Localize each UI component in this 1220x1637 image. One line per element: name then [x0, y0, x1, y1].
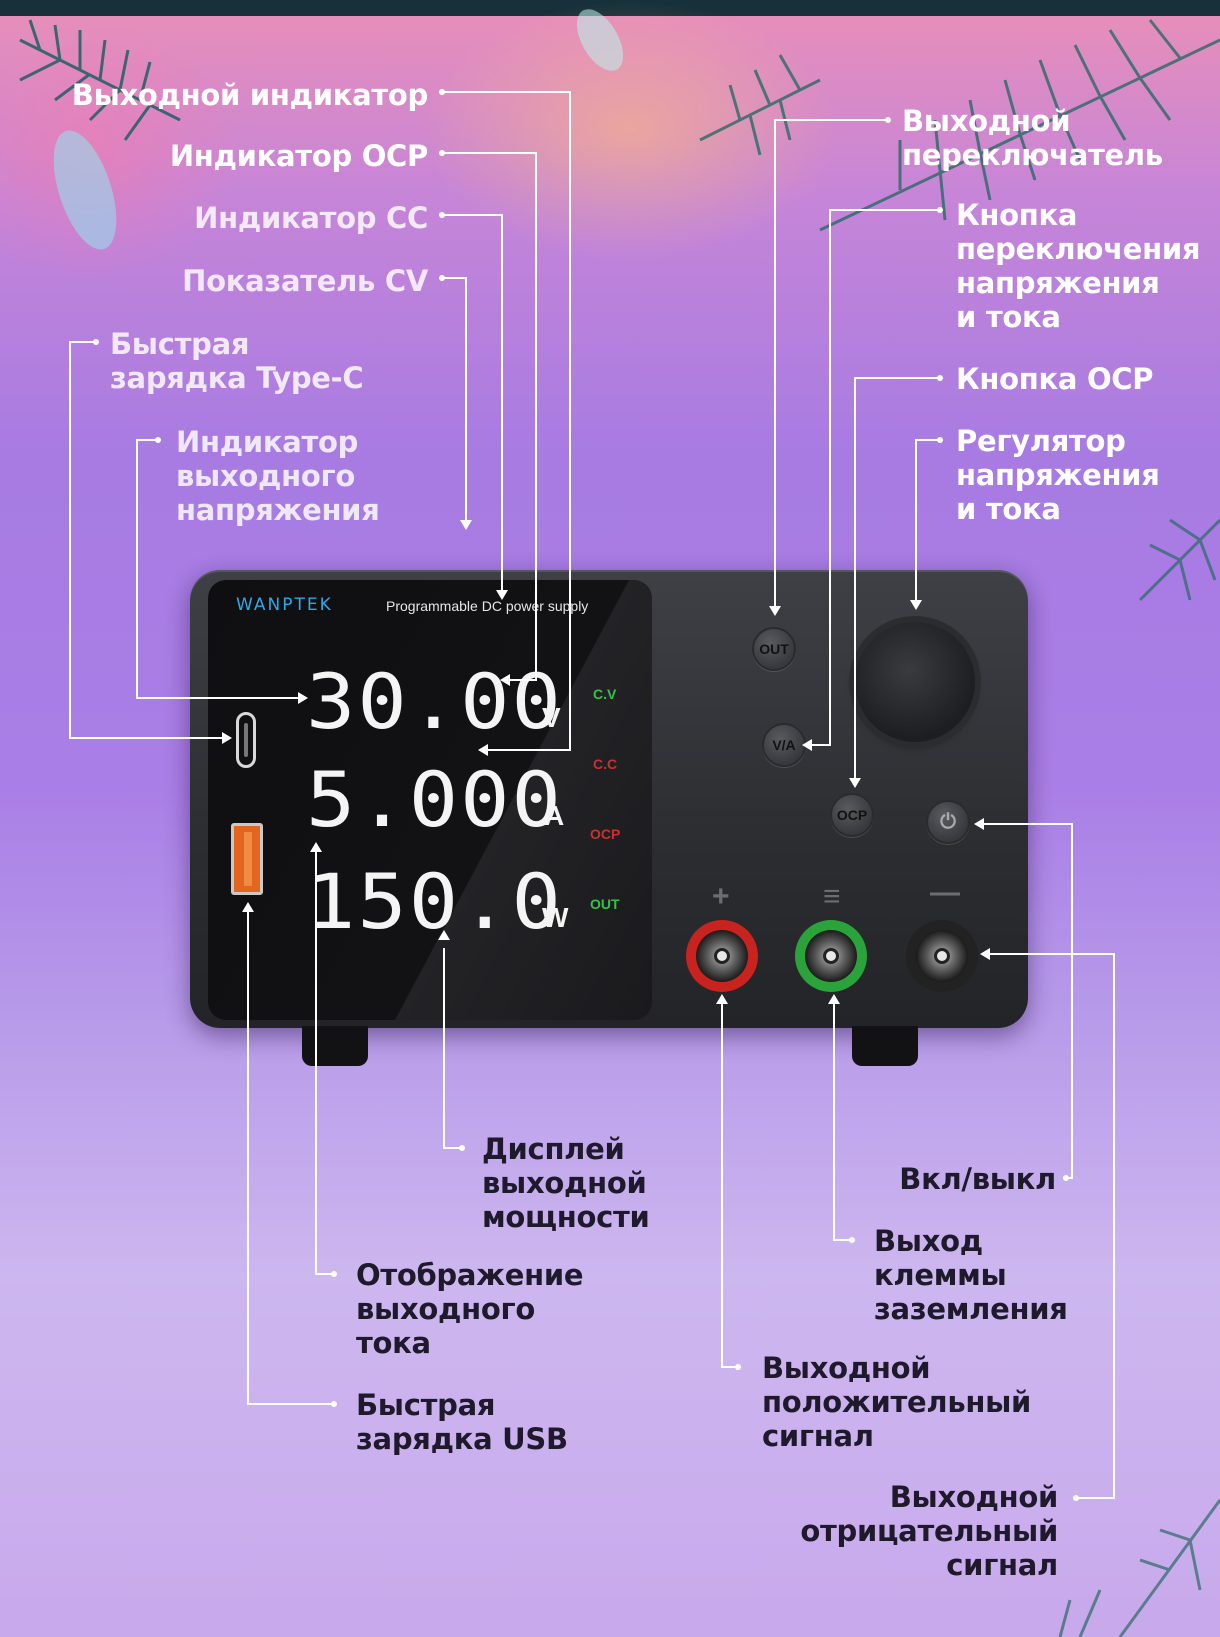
- plus-sign: +: [712, 880, 730, 913]
- label-usb-charging: Быстрая зарядка USB: [356, 1388, 568, 1456]
- power-readout: 150.0: [306, 858, 563, 947]
- ground-terminal[interactable]: [795, 920, 867, 992]
- usb-a-port[interactable]: [231, 823, 263, 895]
- cv-indicator: C.V: [593, 686, 617, 702]
- current-unit: A: [544, 800, 565, 831]
- power-button[interactable]: ⏻: [926, 800, 970, 844]
- ocp-button[interactable]: OCP: [830, 793, 874, 837]
- power-unit: W: [542, 902, 569, 933]
- label-ocp-button: Кнопка OCP: [956, 362, 1154, 396]
- negative-terminal[interactable]: [906, 920, 978, 992]
- voltage-current-knob[interactable]: [855, 622, 975, 742]
- label-current-display: Отображение выходного тока: [356, 1258, 584, 1360]
- label-negative-signal: Выходной отрицательный сигнал: [800, 1480, 1058, 1582]
- label-ground-terminal: Выход клеммы заземления: [874, 1224, 1068, 1326]
- label-cv-indicator: Показатель CV: [182, 264, 428, 298]
- label-typec-charging: Быстрая зарядка Type-C: [110, 327, 364, 395]
- power-icon: ⏻: [940, 810, 956, 833]
- label-va-button: Кнопка переключения напряжения и тока: [956, 198, 1201, 334]
- va-switch-button[interactable]: V/A: [762, 723, 806, 767]
- usb-c-port[interactable]: [236, 712, 256, 768]
- label-output-indicator: Выходной индикатор: [71, 78, 429, 112]
- label-voltage-indicator: Индикатор выходного напряжения: [176, 425, 380, 527]
- out-indicator: OUT: [590, 896, 620, 912]
- label-ocp-indicator: Индикатор OCP: [169, 139, 428, 173]
- ocp-indicator: OCP: [590, 826, 621, 842]
- positive-terminal[interactable]: [686, 920, 758, 992]
- brand-logo: WANPTEK: [236, 595, 333, 615]
- voltage-readout: 30.00: [306, 658, 563, 747]
- minus-sign: —: [930, 876, 960, 909]
- background-glow: [420, 0, 840, 260]
- voltage-unit: V: [542, 702, 561, 733]
- label-regulator: Регулятор напряжения и тока: [956, 424, 1160, 526]
- label-positive-signal: Выходной положительный сигнал: [762, 1351, 1032, 1453]
- device-foot: [302, 1026, 368, 1066]
- ground-sign: ≡: [823, 880, 841, 913]
- device-foot: [852, 1026, 918, 1066]
- cc-indicator: C.C: [593, 756, 618, 772]
- label-cc-indicator: Индикатор CC: [194, 201, 428, 235]
- label-on-off: Вкл/выкл: [899, 1162, 1056, 1196]
- output-button[interactable]: OUT: [752, 627, 796, 671]
- label-power-display: Дисплей выходной мощности: [482, 1132, 650, 1234]
- label-output-switch: Выходной переключатель: [902, 104, 1163, 172]
- device-subtitle: Programmable DC power supply: [386, 598, 589, 614]
- current-readout: 5.000: [306, 756, 563, 845]
